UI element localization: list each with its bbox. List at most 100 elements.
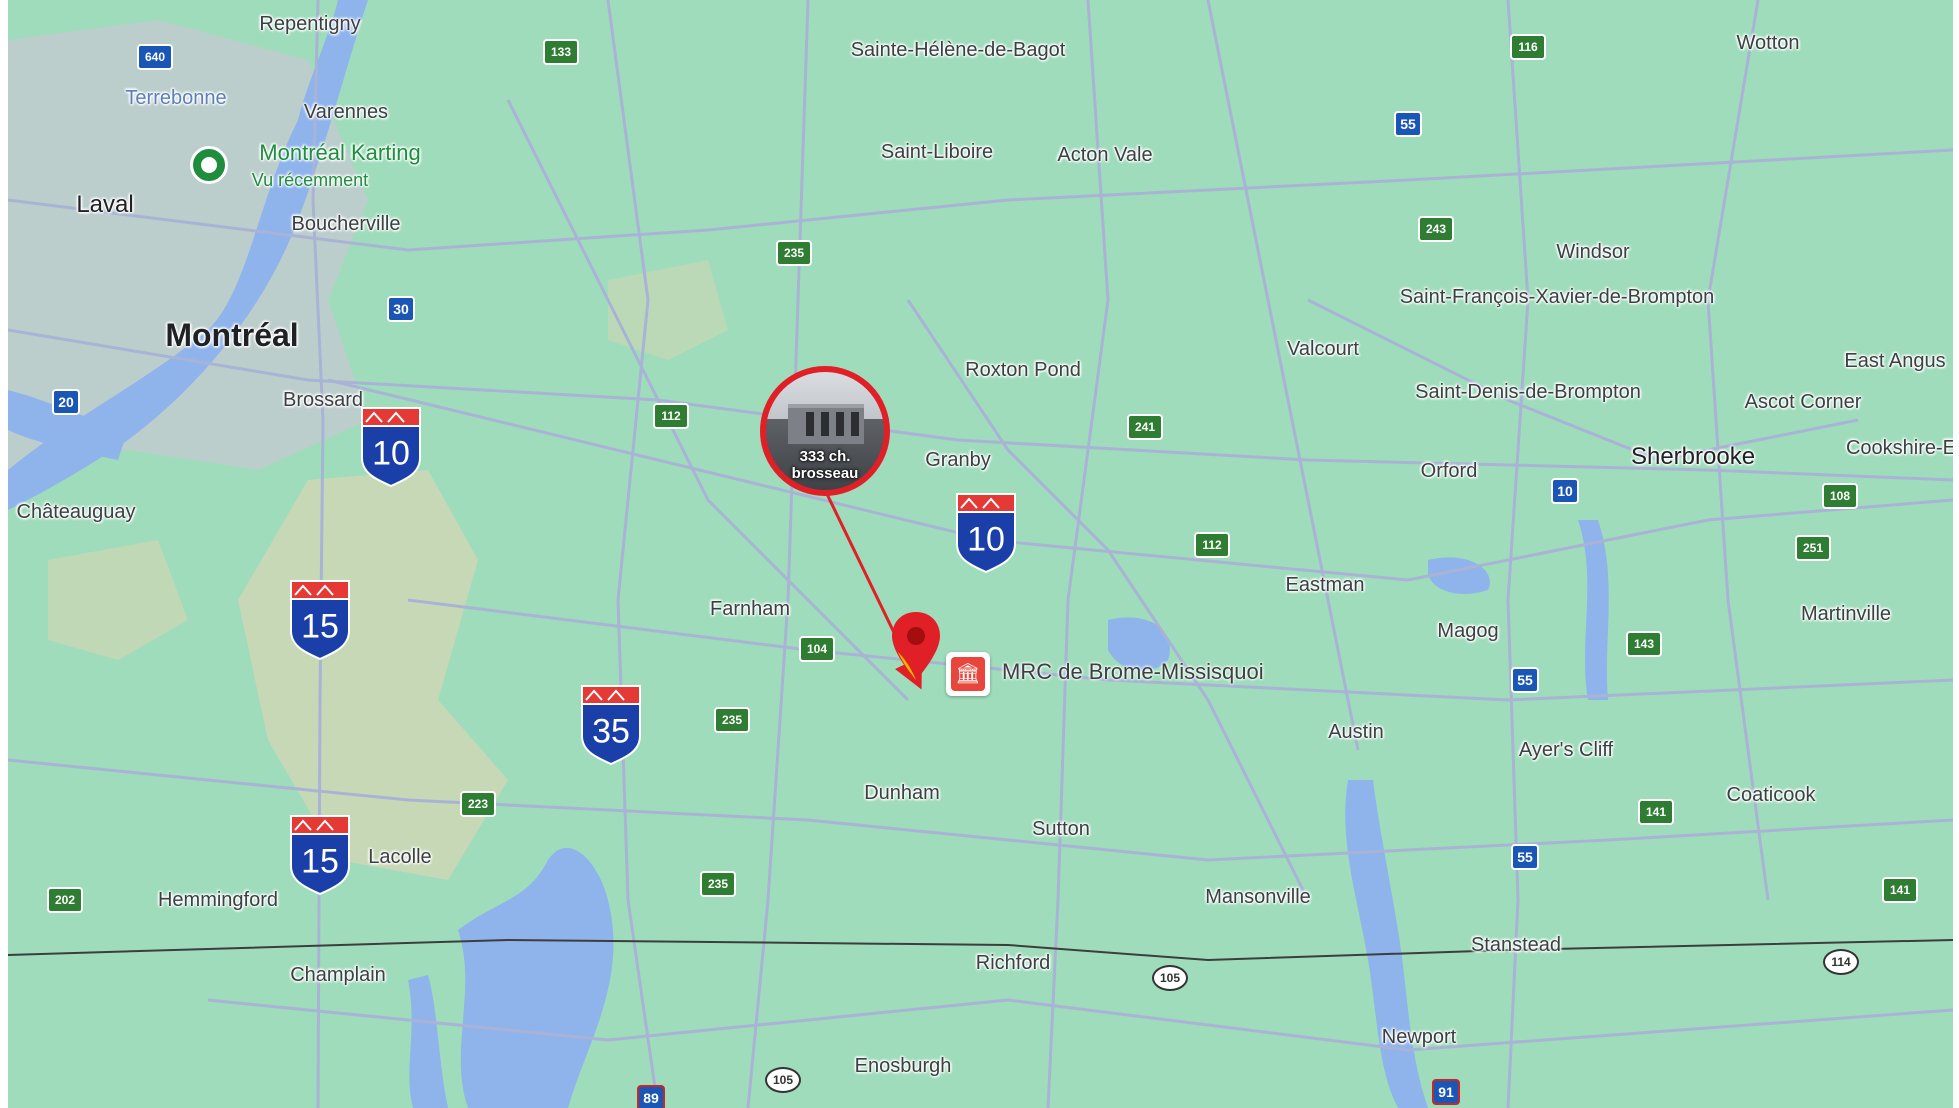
place-label-sainte-helene[interactable]: Sainte-Hélène-de-Bagot (850, 39, 1066, 61)
map-terrain (8, 0, 1953, 1108)
route-number: 640 (144, 50, 166, 64)
route-shield-icon-r202: 202 (47, 887, 83, 913)
place-label-acton-vale[interactable]: Acton Vale (1057, 144, 1153, 166)
autoroute-shield-icon-a10a: 10 (360, 406, 422, 488)
farmland-area (48, 540, 188, 660)
place-label-sutton[interactable]: Sutton (1032, 818, 1090, 840)
place-label-repentigny[interactable]: Repentigny (259, 13, 361, 35)
place-label-eastman[interactable]: Eastman (1285, 574, 1365, 596)
route-number: 202 (54, 893, 76, 907)
place-label-valcourt[interactable]: Valcourt (1287, 338, 1359, 360)
place-label-varennes[interactable]: Varennes (303, 101, 389, 123)
road (1706, 0, 1770, 901)
road (8, 148, 1953, 252)
road (1046, 0, 1110, 1108)
route-shield-icon-r223: 223 (460, 791, 496, 817)
route-number: 20 (58, 394, 74, 410)
place-label-richford[interactable]: Richford (975, 952, 1051, 974)
place-label-laval[interactable]: Laval (76, 191, 134, 218)
poi-subtitle: Vu récemment (251, 170, 369, 190)
location-pin-icon[interactable] (890, 610, 942, 682)
route-number: 91 (1438, 1084, 1454, 1100)
route-shield-icon-r108: 108 (1822, 483, 1858, 509)
photo-pin-marker[interactable]: 333 ch. brosseau (760, 366, 890, 496)
place-label-terrebonne[interactable]: Terrebonne (125, 87, 227, 109)
place-label-coaticook[interactable]: Coaticook (1726, 784, 1816, 806)
place-label-orford[interactable]: Orford (1420, 460, 1478, 482)
place-label-windsor[interactable]: Windsor (1556, 241, 1630, 263)
building-window (836, 412, 844, 436)
route-shield-icon-r241: 241 (1127, 414, 1163, 440)
place-label-lacolle[interactable]: Lacolle (368, 846, 432, 868)
route-number: 235 (783, 246, 805, 260)
place-label-wotton[interactable]: Wotton (1736, 32, 1800, 54)
route-number: 89 (643, 1090, 659, 1106)
government-building-icon: 🏛 (951, 657, 985, 691)
place-label-roxton-pond[interactable]: Roxton Pond (965, 359, 1081, 381)
route-number: 143 (1633, 637, 1655, 651)
destination-marker[interactable]: 🏛 (946, 652, 990, 696)
route-number: 55 (1517, 672, 1533, 688)
road (327, 378, 1953, 582)
place-label-enosburgh[interactable]: Enosburgh (854, 1055, 952, 1077)
route-number: 112 (1202, 538, 1222, 552)
route-number: 30 (393, 301, 409, 317)
place-label-sherbrooke[interactable]: Sherbrooke (1630, 443, 1756, 470)
route-number: 105 (1159, 971, 1181, 985)
road (1506, 0, 1530, 1108)
building-window (851, 412, 859, 436)
place-label-mansonville[interactable]: Mansonville (1205, 886, 1311, 908)
place-label-farnham[interactable]: Farnham (709, 598, 791, 620)
lake-champlain (458, 847, 614, 1108)
place-label-martinville[interactable]: Martinville (1800, 603, 1892, 625)
place-label-newport[interactable]: Newport (1381, 1026, 1457, 1048)
lake-brome (1108, 617, 1170, 671)
place-label-boucherville[interactable]: Boucherville (291, 213, 401, 235)
place-label-austin[interactable]: Austin (1328, 721, 1384, 743)
place-label-east-angus[interactable]: East Angus (1844, 350, 1946, 372)
route-shield-icon-r112b: 112 (1194, 532, 1230, 558)
place-label-saint-denis[interactable]: Saint-Denis-de-Brompton (1415, 381, 1641, 403)
place-label-montreal[interactable]: Montréal (165, 317, 299, 353)
route-number: 10 (1557, 483, 1573, 499)
route-number: 112 (661, 409, 681, 423)
road (8, 758, 1953, 862)
autoroute-shield-icon-a15b: 15 (289, 814, 351, 896)
route-number: 141 (1645, 805, 1667, 819)
place-label-champlain[interactable]: Champlain (290, 964, 386, 986)
route-shield-icon-r235b: 235 (714, 707, 750, 733)
place-label-granby[interactable]: Granby (925, 449, 991, 471)
place-label-hemmingford[interactable]: Hemmingford (157, 889, 279, 911)
place-label-stanstead[interactable]: Stanstead (1470, 934, 1562, 956)
route-number: 243 (1425, 222, 1447, 236)
place-label-chateauguay[interactable]: Châteauguay (16, 501, 136, 523)
route-shield-icon-r55b: 55 (1511, 667, 1539, 693)
place-label-saint-liboire[interactable]: Saint-Liboire (880, 141, 994, 163)
route-shield-icon-r104: 104 (799, 636, 835, 662)
place-label-ascot-corner[interactable]: Ascot Corner (1744, 391, 1862, 413)
place-label-magog[interactable]: Magog (1437, 620, 1499, 642)
farmland-area (608, 260, 728, 360)
route-number: 235 (707, 877, 729, 891)
destination-label[interactable]: MRC de Brome-Missisquoi (1002, 659, 1264, 684)
route-shield-icon-r235a: 235 (776, 240, 812, 266)
road (746, 0, 810, 1108)
place-label-saint-francois[interactable]: Saint-François-Xavier-de-Brompton (1399, 286, 1715, 308)
poi-marker-icon[interactable] (190, 146, 228, 184)
place-label-ayers-cliff[interactable]: Ayer's Cliff (1518, 739, 1614, 761)
st-lawrence-river (8, 0, 368, 510)
road (1206, 0, 1360, 751)
place-label-cookshire[interactable]: Cookshire-E (1845, 437, 1953, 459)
road (606, 0, 660, 1108)
route-shield-icon-r251: 251 (1795, 535, 1831, 561)
poi-name[interactable]: Montréal Karting (259, 140, 421, 165)
building-window (821, 412, 829, 436)
route-number: 116 (1518, 40, 1538, 54)
route-shield-icon-r55a: 55 (1394, 111, 1422, 137)
place-label-brossard[interactable]: Brossard (282, 389, 364, 411)
international-border (8, 938, 1953, 962)
road (1307, 298, 1859, 462)
urban-area (8, 20, 368, 470)
place-label-dunham[interactable]: Dunham (864, 782, 940, 804)
